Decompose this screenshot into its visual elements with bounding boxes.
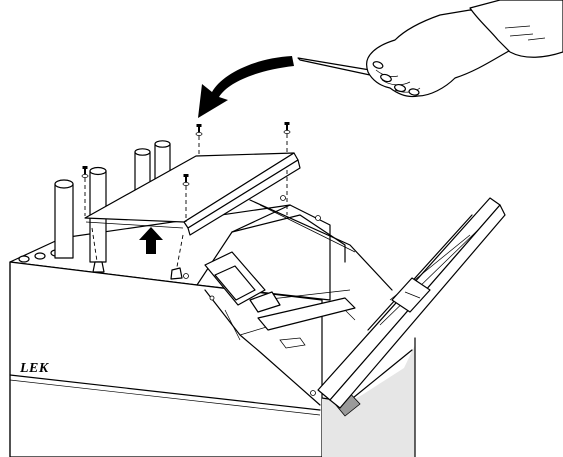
screw-icon (283, 122, 291, 134)
brand-logo: LEK (20, 361, 49, 376)
screw-icon (81, 166, 89, 178)
screws (81, 122, 321, 396)
curved-arrow-icon (198, 56, 294, 118)
cover-plate (84, 152, 301, 236)
up-arrow-icon (139, 227, 163, 254)
screw-icon (195, 124, 203, 136)
hand-with-screwdriver-icon (297, 0, 563, 98)
cabinet-interior (18, 204, 356, 406)
open-door (249, 197, 506, 409)
screw-icon (182, 174, 190, 186)
